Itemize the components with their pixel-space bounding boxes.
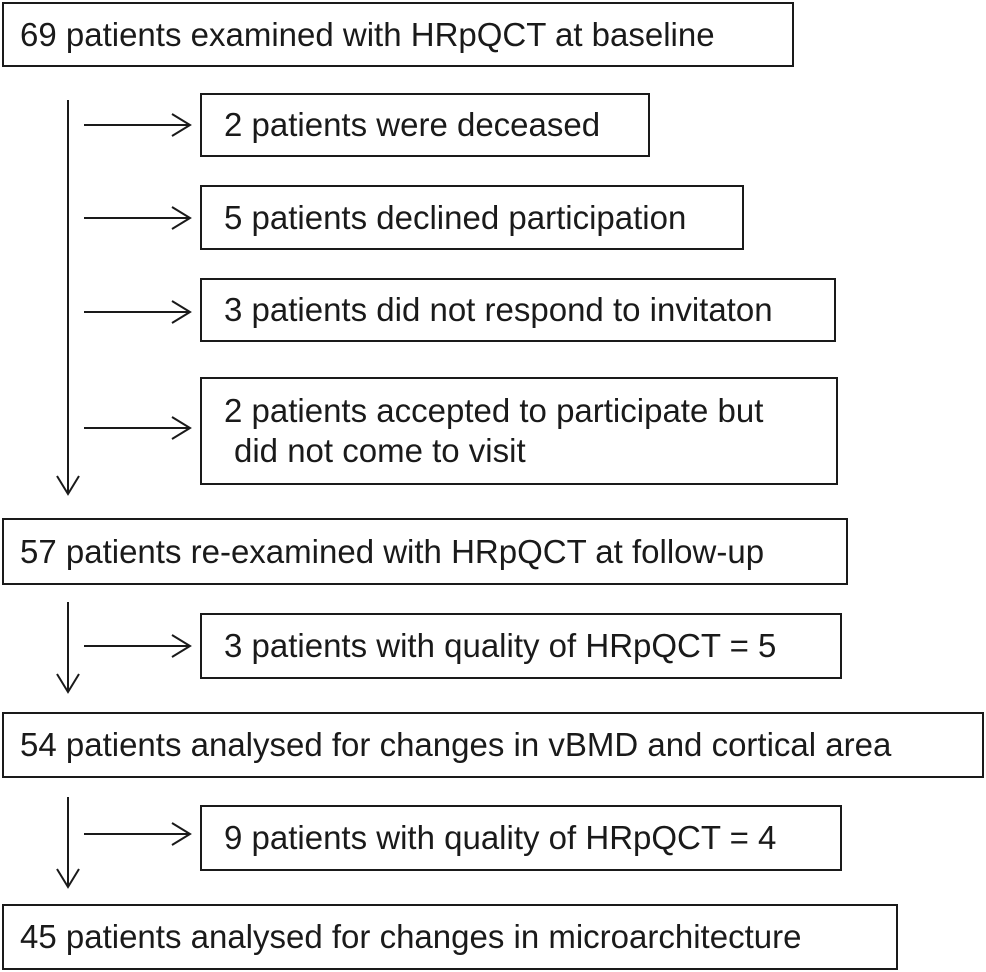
excl-deceased-text: 2 patients were deceased bbox=[224, 106, 601, 143]
analysed-micro-text: 45 patients analysed for changes in micr… bbox=[20, 918, 802, 955]
branch-arrowhead-deceased bbox=[171, 113, 192, 137]
branch-arrowhead-quality4 bbox=[171, 822, 192, 846]
box-analysed-vbmd: 54 patients analysed for changes in vBMD… bbox=[2, 712, 984, 778]
excl-quality5-text: 3 patients with quality of HRpQCT = 5 bbox=[224, 627, 777, 664]
box-excl-quality4: 9 patients with quality of HRpQCT = 4 bbox=[200, 805, 842, 871]
baseline-text: 69 patients examined with HRpQCT at base… bbox=[20, 15, 715, 53]
excl-no-response-text: 3 patients did not respond to invitaton bbox=[224, 291, 773, 328]
excl-declined-text: 5 patients declined participation bbox=[224, 198, 687, 236]
excl-no-show-text-line2: did not come to visit bbox=[234, 432, 526, 469]
box-excl-quality5: 3 patients with quality of HRpQCT = 5 bbox=[200, 613, 842, 679]
trunk-arrowhead-2 bbox=[56, 673, 80, 694]
branch-arrowhead-no-show bbox=[171, 416, 192, 440]
branch-arrowhead-quality5 bbox=[171, 634, 192, 658]
box-excl-no-show: 2 patients accepted to participate but d… bbox=[200, 377, 838, 485]
analysed-vbmd-text: 54 patients analysed for changes in vBMD… bbox=[20, 726, 892, 763]
trunk-arrowhead-3 bbox=[56, 868, 80, 889]
box-excl-no-response: 3 patients did not respond to invitaton bbox=[200, 278, 836, 342]
followup-text: 57 patients re-examined with HRpQCT at f… bbox=[20, 532, 765, 570]
box-excl-deceased: 2 patients were deceased bbox=[200, 93, 650, 157]
excl-no-show-text-line1: 2 patients accepted to participate but bbox=[224, 392, 764, 429]
excl-quality4-text: 9 patients with quality of HRpQCT = 4 bbox=[224, 819, 777, 856]
box-followup: 57 patients re-examined with HRpQCT at f… bbox=[2, 518, 848, 585]
box-baseline: 69 patients examined with HRpQCT at base… bbox=[2, 2, 794, 67]
trunk-arrowhead-1 bbox=[56, 475, 80, 496]
branch-arrowhead-declined bbox=[171, 206, 192, 230]
box-analysed-micro: 45 patients analysed for changes in micr… bbox=[2, 904, 898, 970]
branch-arrowhead-no-response bbox=[171, 300, 192, 324]
box-excl-declined: 5 patients declined participation bbox=[200, 185, 744, 250]
